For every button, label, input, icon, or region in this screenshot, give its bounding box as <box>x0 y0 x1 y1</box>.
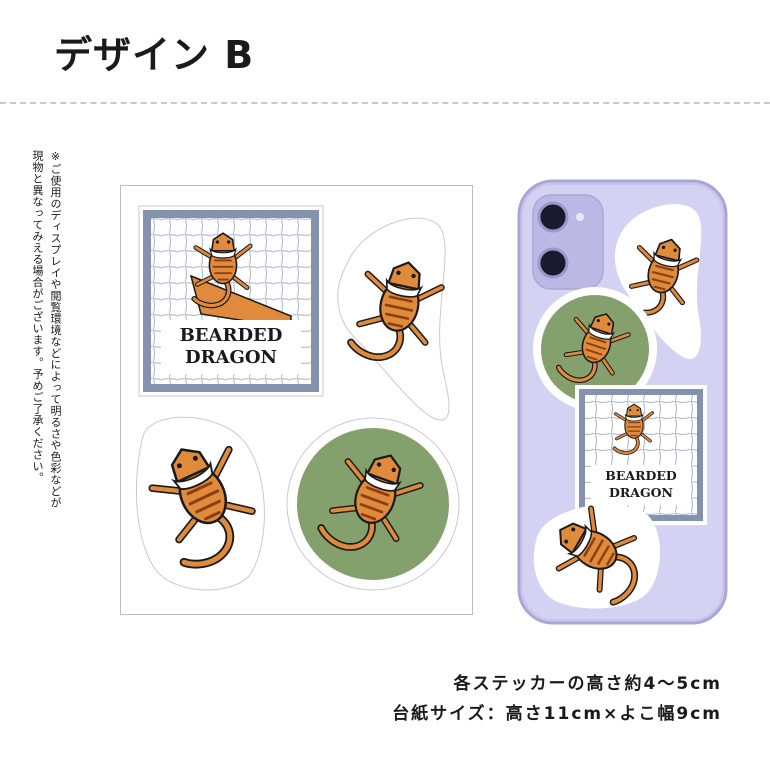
sticker-text-line-1: BEARDED <box>180 325 283 346</box>
phone-curled-lizard-sticker <box>533 501 660 609</box>
dashed-divider <box>0 102 770 104</box>
circle-sticker <box>286 417 460 591</box>
caption-sheet-size: 台紙サイズ：高さ11cm×よこ幅9cm <box>392 704 722 724</box>
curled-lizard-sticker <box>136 416 268 591</box>
flash-icon <box>576 213 584 221</box>
phone-climbing-lizard-sticker <box>614 204 701 360</box>
sticker-sheet: BEARDED DRAGON <box>120 185 473 615</box>
square-sticker: BEARDED DRAGON <box>138 205 324 397</box>
sticker-sheet-art: BEARDED DRAGON <box>121 205 460 591</box>
camera-module <box>532 194 604 290</box>
camera-lens-icon <box>537 201 569 233</box>
page-title: デザイン B <box>54 33 255 77</box>
camera-lens-icon <box>537 247 569 279</box>
phone-circle-sticker <box>533 287 657 411</box>
phone-square-sticker: BEARDED DRAGON <box>575 385 707 525</box>
disclaimer-line-2: 現物と異なってみえる場合がございます。予めご了承ください。 <box>31 150 44 484</box>
sticker-text-line-2: DRAGON <box>185 347 277 368</box>
phone-mockup-art: BEARDED DRAGON <box>517 179 728 625</box>
disclaimer-line-1: ※ご使用のディスプレイや閲覧環境などによって明るさや色彩などが <box>49 150 62 509</box>
phone-sticker-text-line-1: BEARDED <box>605 468 677 483</box>
climbing-lizard-sticker <box>337 217 449 421</box>
caption-sticker-size: 各ステッカーの高さ約4～5cm <box>453 674 722 694</box>
phone-sticker-text-line-2: DRAGON <box>609 485 673 500</box>
phone-mockup: BEARDED DRAGON <box>515 177 730 627</box>
disclaimer-note: ※ご使用のディスプレイや閲覧環境などによって明るさや色彩などが 現物と異なってみ… <box>20 150 70 590</box>
